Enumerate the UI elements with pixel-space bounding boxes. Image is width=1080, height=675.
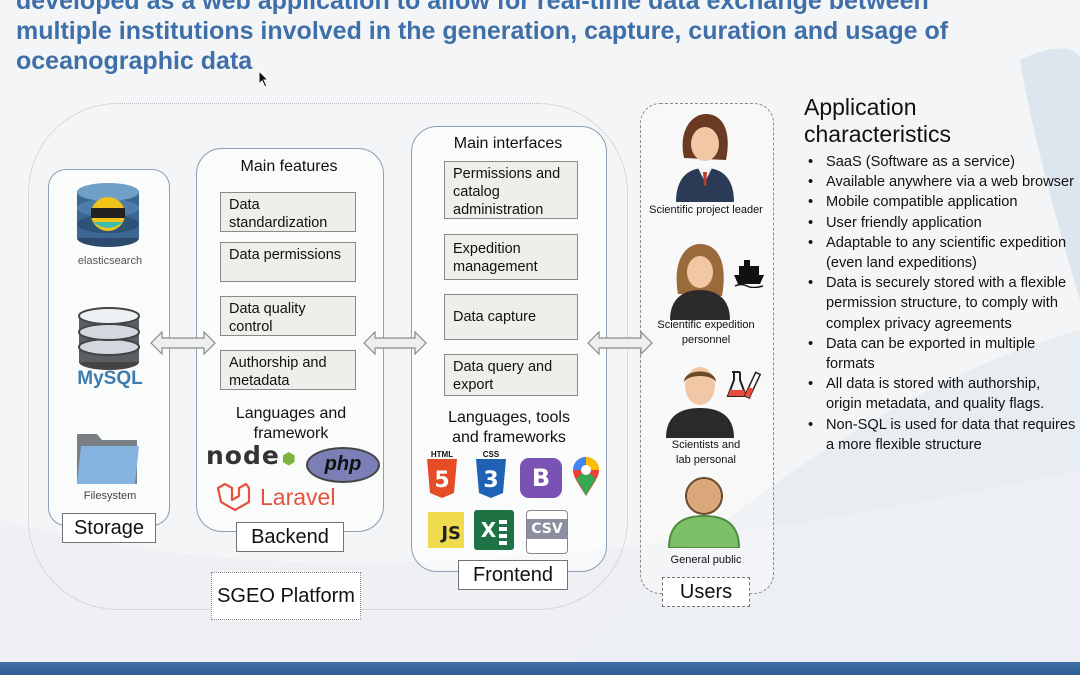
elasticsearch-label: elasticsearch <box>77 255 143 267</box>
csv-file-icon: CSV <box>526 510 568 554</box>
map-pin-icon <box>573 457 599 496</box>
feature-authorship-metadata: Authorship and metadata <box>220 350 356 390</box>
characteristics-title: Application characteristics <box>804 94 951 147</box>
backend-title: Main features <box>240 158 338 175</box>
backend-tag: Backend <box>236 522 344 552</box>
svg-text:3: 3 <box>483 468 498 493</box>
characteristic-item: User friendly application <box>806 213 1078 233</box>
user-scientific-project-leader: Scientific project leader <box>649 204 763 216</box>
css3-logo: CSS 3 <box>474 450 508 500</box>
storage-backend-arrow <box>150 331 216 355</box>
sgeo-platform-label: SGEO Platform <box>211 572 361 620</box>
users-tag: Users <box>662 577 750 607</box>
feature-data-permissions: Data permissions <box>220 242 356 282</box>
javascript-logo: JS <box>428 512 464 548</box>
nodejs-logo: node⬢ <box>206 441 297 470</box>
html5-logo: HTML 5 <box>425 450 459 500</box>
ship-icon <box>734 260 764 288</box>
backend-frontend-arrow <box>363 331 427 355</box>
characteristic-item: Adaptable to any scientific expedition (… <box>806 233 1078 273</box>
characteristic-item: Data can be exported in multiple formats <box>806 334 1078 374</box>
interface-expedition-management: Expedition management <box>444 234 578 280</box>
scientist-avatar-icon <box>666 367 734 438</box>
user-general-public: General public <box>670 554 742 566</box>
excel-logo: X <box>474 510 514 550</box>
project-leader-avatar-icon <box>676 114 734 202</box>
php-logo: php <box>306 447 380 483</box>
nodejs-label: node <box>206 441 280 470</box>
heading-line-2: multiple institutions involved in the ge… <box>16 17 949 45</box>
characteristic-item: All data is stored with authorship, orig… <box>806 374 1078 414</box>
laravel-label: Laravel <box>260 484 336 510</box>
heading-line-1: developed as a web application to allow … <box>16 0 929 15</box>
characteristic-item: Mobile compatible application <box>806 192 1078 212</box>
characteristic-item: Data is securely stored with a flexible … <box>806 273 1078 334</box>
user-scientists-lab-personal: Scientists and lab personal <box>671 439 741 466</box>
frontend-languages-title: Languages, tools and frameworks <box>448 409 570 446</box>
php-label: php <box>324 453 362 475</box>
csv-label: CSV <box>527 519 567 539</box>
feature-data-standardization: Data standardization <box>220 192 356 232</box>
interface-data-query-export: Data query and export <box>444 354 578 396</box>
heading-line-3: oceanographic data <box>16 47 253 75</box>
lab-flask-icon <box>726 371 762 400</box>
frontend-tag: Frontend <box>458 560 568 590</box>
characteristic-item: Non-SQL is used for data that requires a… <box>806 415 1078 455</box>
folder-icon <box>77 434 139 484</box>
general-public-avatar-icon <box>667 477 741 548</box>
frontend-users-arrow <box>587 331 653 355</box>
interface-data-capture: Data capture <box>444 294 578 340</box>
mysql-database-icon <box>78 307 140 370</box>
filesystem-label: Filesystem <box>83 490 137 502</box>
excel-label: X <box>480 518 497 542</box>
mysql-label: MySQL <box>77 368 143 389</box>
css3-label: CSS <box>482 450 500 459</box>
frontend-title: Main interfaces <box>453 135 563 152</box>
elasticsearch-database-icon <box>77 183 139 247</box>
storage-tag: Storage <box>62 513 156 543</box>
backend-languages-title: Languages and framework <box>235 405 347 442</box>
slide-footer-bar <box>0 662 1080 675</box>
characteristic-item: SaaS (Software as a service) <box>806 152 1078 172</box>
feature-data-quality-control: Data quality control <box>220 296 356 336</box>
laravel-icon <box>216 482 251 512</box>
html5-label: HTML <box>430 450 454 459</box>
svg-text:5: 5 <box>434 468 449 493</box>
bootstrap-logo: B <box>520 458 562 498</box>
interface-permissions-catalog: Permissions and catalog administration <box>444 161 578 219</box>
characteristic-item: Available anywhere via a web browser <box>806 172 1078 192</box>
characteristics-list: SaaS (Software as a service) Available a… <box>806 152 1078 455</box>
slide-heading: developed as a web application to allow … <box>16 0 1066 76</box>
mouse-cursor-icon <box>258 70 270 88</box>
user-scientific-expedition-personnel: Scientific expedition personnel <box>657 319 755 346</box>
expedition-personnel-avatar-icon <box>670 244 730 320</box>
